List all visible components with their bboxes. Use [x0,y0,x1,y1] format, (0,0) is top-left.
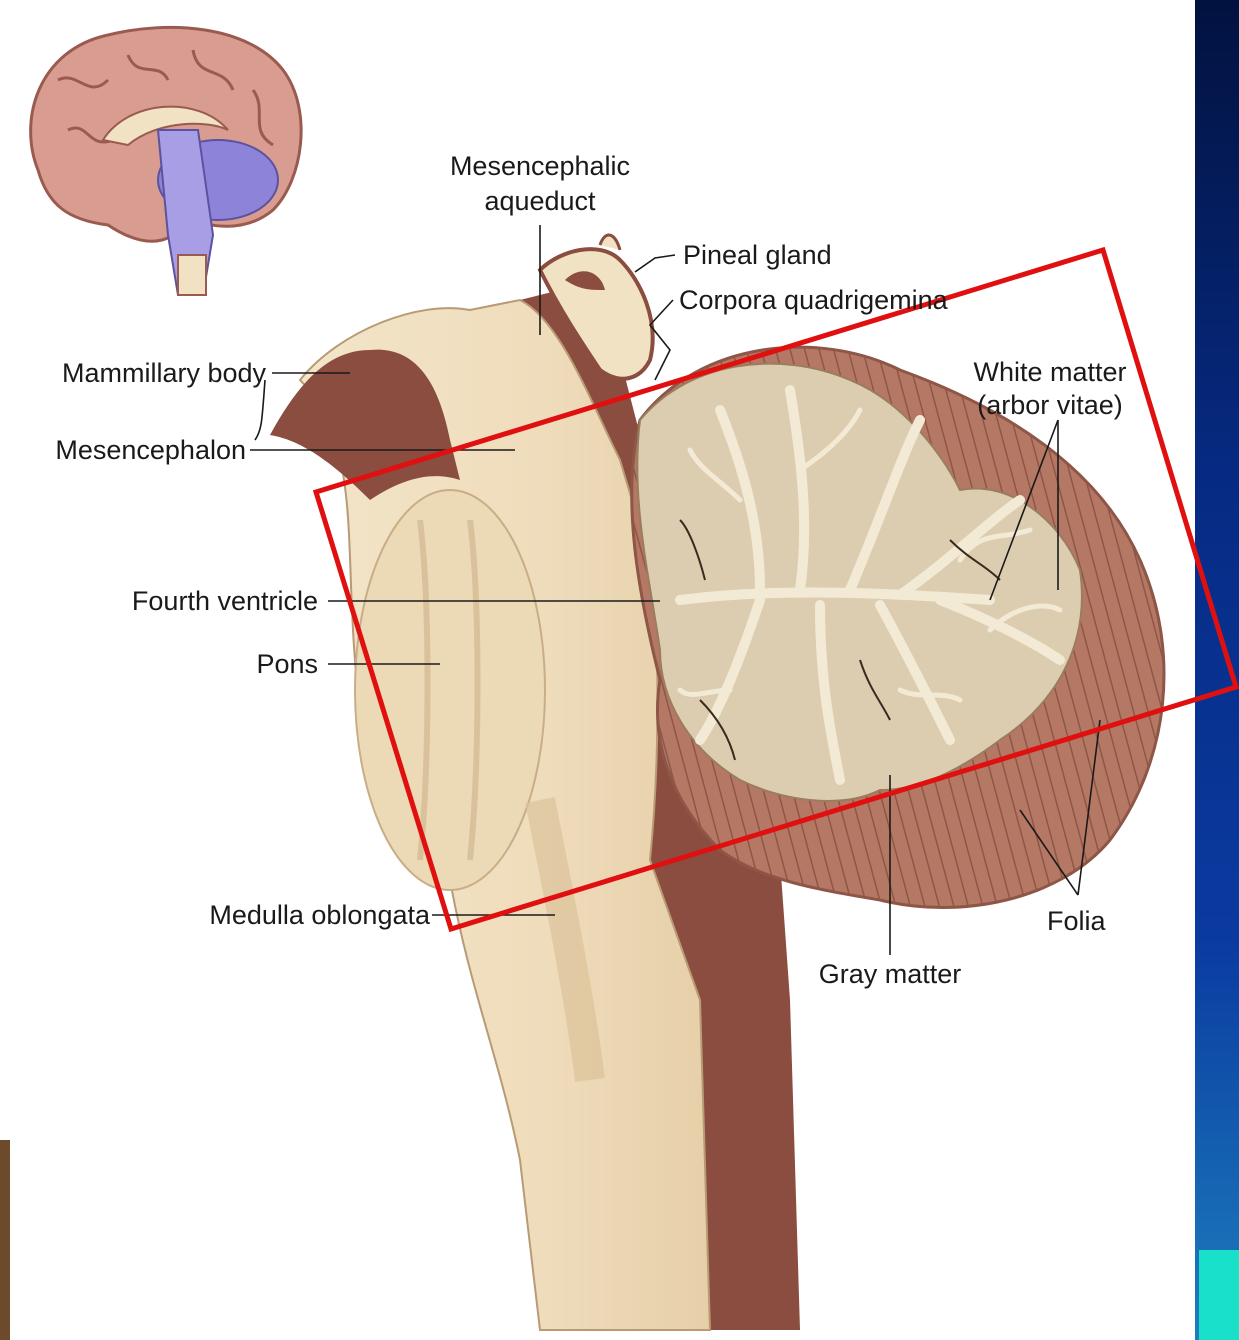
label-folia: Folia [1047,905,1106,937]
pons-shape [355,490,545,890]
label-mesencephalic-aqueduct-line1: Mesencephalic [420,150,660,182]
teal-accent [1199,1250,1239,1340]
label-mammillary-body: Mammillary body [0,357,266,389]
label-fourth-ventricle: Fourth ventricle [40,585,318,617]
left-edge-strip [0,1140,10,1340]
label-corpora-quadrigemina: Corpora quadrigemina [679,284,948,316]
label-white-matter-line2: (arbor vitae) [950,389,1150,421]
label-gray-matter: Gray matter [790,958,990,990]
label-mesencephalon: Mesencephalon [0,434,246,466]
label-mesencephalic-aqueduct-line2: aqueduct [420,185,660,217]
label-pineal-gland: Pineal gland [683,239,832,271]
label-pons: Pons [200,648,318,680]
label-medulla-oblongata: Medulla oblongata [120,899,430,931]
label-white-matter-line1: White matter [950,356,1150,388]
